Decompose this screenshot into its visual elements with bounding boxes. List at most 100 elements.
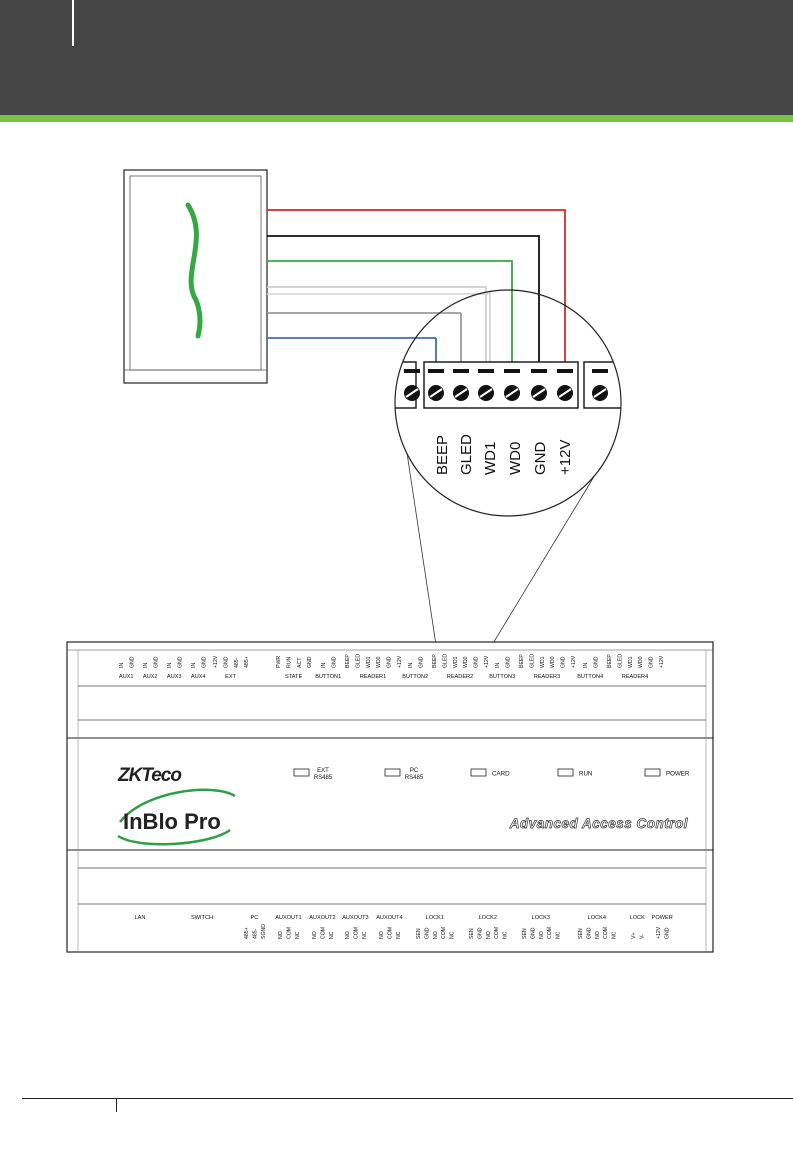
zoom-callout: BEEP GLED WD1 WD0 GND +12V <box>336 289 622 517</box>
top-pin-label: BEEP <box>519 654 525 668</box>
zoom-lines <box>401 419 599 646</box>
top-pin-label: BEEP <box>607 654 613 668</box>
bottom-pin-label: V- <box>639 934 645 939</box>
led-label: RUN <box>579 771 592 778</box>
top-pin-label: GND <box>331 656 337 668</box>
top-pin-label: IN <box>583 663 589 668</box>
header-band <box>0 0 793 115</box>
led-sublabel: RS485 <box>405 775 424 781</box>
led-label: POWER <box>666 771 690 778</box>
product-name: InBlo Pro <box>123 809 221 834</box>
top-pin-label: +12V <box>484 655 490 668</box>
bottom-pin-label: SEN <box>469 928 475 939</box>
top-pin-label: WD0 <box>550 656 556 668</box>
led-label: EXT <box>317 768 329 774</box>
bottom-pin-label: NC <box>295 931 301 939</box>
top-pin-label: GND <box>153 656 159 668</box>
bottom-pin-label: GND <box>477 927 483 939</box>
bottom-pin-label: NC <box>396 931 402 939</box>
top-pin-label: +12V <box>397 655 403 668</box>
top-group-label: BUTTON3 <box>489 674 515 680</box>
top-pin-label: PWR <box>276 656 282 668</box>
terminal-labels: BEEP GLED WD1 WD0 GND +12V <box>434 434 574 475</box>
product-logo: InBlo Pro <box>117 788 236 846</box>
top-pin-label: WD1 <box>366 656 372 668</box>
top-pin-label: GND <box>561 656 567 668</box>
top-pin-label: BEEP <box>345 654 351 668</box>
top-pin-label: WD1 <box>628 656 634 668</box>
bottom-pin-label: NO <box>379 931 385 939</box>
bottom-pin-label: NC <box>329 931 335 939</box>
top-pin-label: +12V <box>659 655 665 668</box>
status-led <box>384 768 401 777</box>
panel-tagline: Advanced Access Control <box>509 816 688 831</box>
screw-slot <box>532 388 546 398</box>
top-pin-label: GND <box>129 656 135 668</box>
bottom-pin-label: NC <box>556 931 562 939</box>
screw-slot <box>429 388 443 398</box>
terminal-label-gnd: GND <box>532 442 549 476</box>
top-group-label: BUTTON1 <box>315 674 341 680</box>
bottom-group-label: LAN <box>135 915 146 921</box>
top-pin-label: WD1 <box>540 656 546 668</box>
bottom-pin-label: V+ <box>631 933 637 940</box>
top-pin-label: GND <box>223 656 229 668</box>
terminal-screws <box>336 369 608 401</box>
top-group-label: BUTTON4 <box>577 674 603 680</box>
bottom-pin-label: NO <box>539 931 545 939</box>
terminal-label-wd1: WD1 <box>482 442 499 475</box>
bottom-pin-label: NC <box>362 931 368 939</box>
top-pin-label: RUN <box>286 657 292 668</box>
top-pin-label: GLED <box>355 654 361 668</box>
top-group-label: AUX1 <box>119 674 134 680</box>
top-pin-label: WD0 <box>638 656 644 668</box>
bottom-pin-label: NO <box>278 931 284 939</box>
bottom-pin-label: NC <box>612 931 618 939</box>
footer-rule <box>22 1098 793 1099</box>
bottom-group-label: LOCK4 <box>588 915 606 921</box>
top-pin-label: BEEP <box>432 654 438 668</box>
terminal-slot <box>336 369 352 373</box>
screw-slot <box>405 388 419 398</box>
bottom-pin-label: NO <box>345 931 351 939</box>
bottom-pin-label: COM <box>320 927 326 939</box>
terminal-screw <box>336 385 352 401</box>
status-led <box>293 768 310 777</box>
bottom-pin-label: GND <box>530 927 536 939</box>
bottom-pin-label: COM <box>441 927 447 939</box>
bottom-pin-label: GND <box>664 927 670 939</box>
bottom-group-label: LOCK1 <box>426 915 444 921</box>
terminal-label-12v: +12V <box>557 440 574 475</box>
top-pin-label: GND <box>418 656 424 668</box>
top-group-label: READER4 <box>622 674 648 680</box>
bottom-pin-label: COM <box>547 927 553 939</box>
top-pin-label: WD0 <box>463 656 469 668</box>
bottom-pin-label: 485+ <box>244 927 250 939</box>
terminal-label-gled: GLED <box>458 434 475 475</box>
top-pin-label: IN <box>408 663 414 668</box>
bottom-pin-label: SEN <box>416 928 422 939</box>
bottom-pin-label: GND <box>424 927 430 939</box>
bottom-group-label: LOCK2 <box>479 915 497 921</box>
header-tab-marker <box>72 0 74 46</box>
bottom-group-label: PC <box>251 915 259 921</box>
top-pin-label: GND <box>307 656 313 668</box>
top-pin-label: GND <box>201 656 207 668</box>
screw-slot <box>338 389 350 397</box>
terminal-slot <box>531 369 547 373</box>
terminal-slot <box>478 369 494 373</box>
top-pin-label: IN <box>321 663 327 668</box>
bottom-group-label: AUXOUT4 <box>376 915 402 921</box>
led-label: PC <box>410 768 419 774</box>
top-group-label: READER2 <box>447 674 473 680</box>
bottom-pin-label: SEN <box>522 928 528 939</box>
top-group-label: AUX3 <box>167 674 182 680</box>
top-group-label: BUTTON2 <box>402 674 428 680</box>
bottom-pin-label: GND <box>586 927 592 939</box>
top-pin-label: IN <box>119 663 125 668</box>
terminal-slot <box>504 369 520 373</box>
top-pin-label: 485+ <box>244 656 250 668</box>
